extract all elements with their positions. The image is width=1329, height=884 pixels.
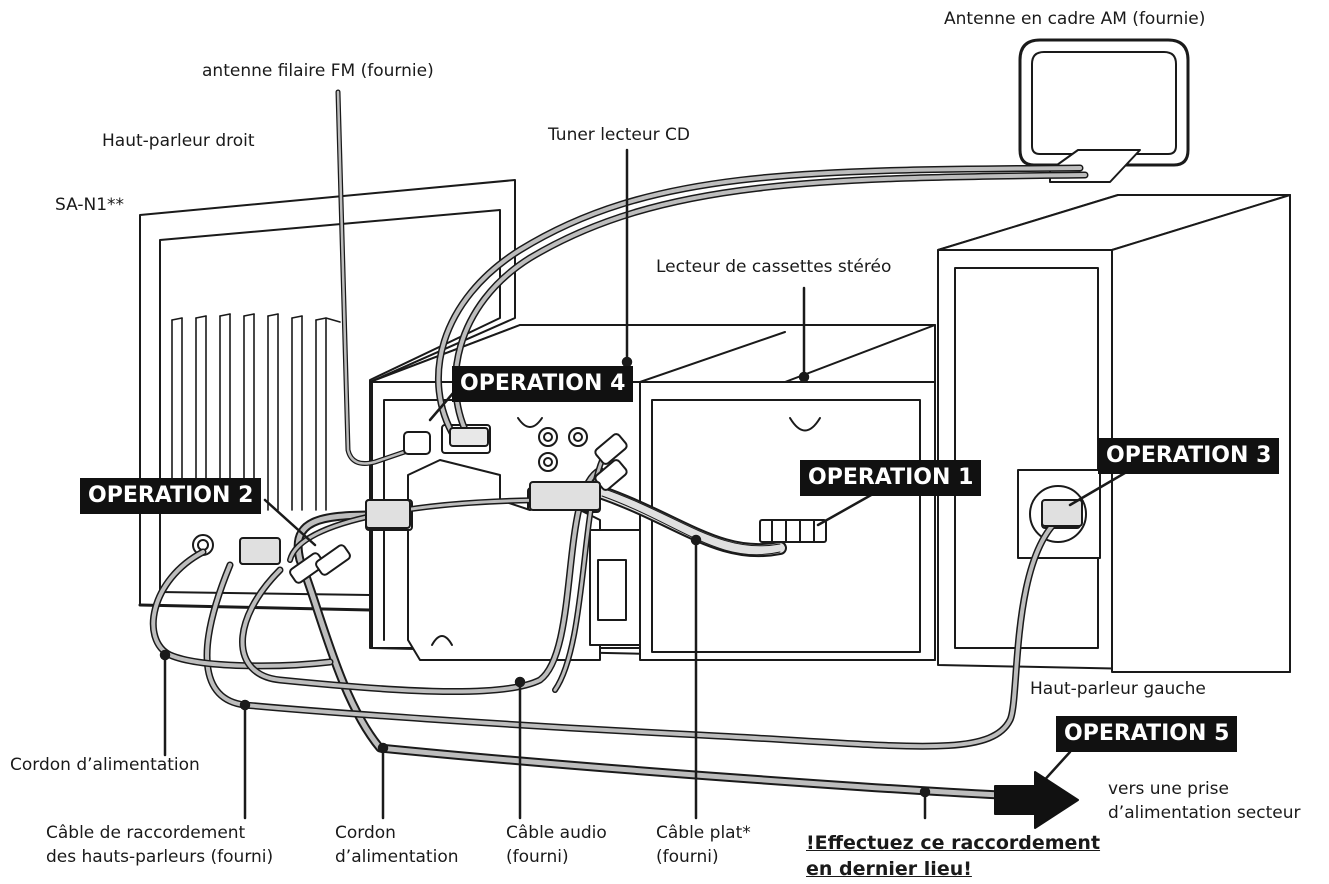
am-antenna-drawing [1018,38,1190,183]
speaker-cable-label-line1: Câble de raccordement [46,823,246,843]
am-antenna-label: Antenne en cadre AM (fournie) [944,9,1206,29]
tuner-label: Tuner lecteur CD [548,125,690,145]
outlet-label-line1: vers une prise [1108,779,1230,799]
speaker-model-label: SA-N1** [55,195,125,215]
operation-1-badge: OPERATION 1 [800,460,982,496]
power-cord-label-line1: Cordon [335,823,396,843]
right-speaker-label: Haut-parleur droit [102,131,255,151]
audio-cable-label-line2: (fourni) [506,847,569,867]
operation-2-badge: OPERATION 2 [80,478,262,514]
flat-cable-label-line2: (fourni) [656,847,719,867]
warning-line2: en dernier lieu! [806,858,972,880]
audio-cable-label-line1: Câble audio [506,823,607,843]
callout-lines [159,148,1132,820]
connector-plugs [239,427,1083,584]
warning-line1: !Effectuez ce raccordement [806,832,1101,854]
outlet-label-line2: d’alimentation secteur [1108,803,1301,823]
flat-cable-label-line1: Câble plat* [656,823,751,843]
left-speaker-label: Haut-parleur gauche [1030,679,1206,699]
operation-4-badge: OPERATION 4 [452,366,634,402]
power-cord-label-left: Cordon d’alimentation [10,755,200,775]
speaker-cable-label-line2: des hauts-parleurs (fourni) [46,847,274,867]
power-cord-label-line2: d’alimentation [335,847,459,867]
fm-antenna-label: antenne filaire FM (fournie) [202,61,434,81]
operation-3-badge: OPERATION 3 [1098,438,1280,474]
outlet-arrow [994,771,1079,829]
left-speaker-drawing [937,194,1291,673]
operation-5-badge: OPERATION 5 [1056,716,1238,752]
cassette-label: Lecteur de cassettes stéréo [656,257,892,277]
flat-cable-drawing [593,485,827,558]
